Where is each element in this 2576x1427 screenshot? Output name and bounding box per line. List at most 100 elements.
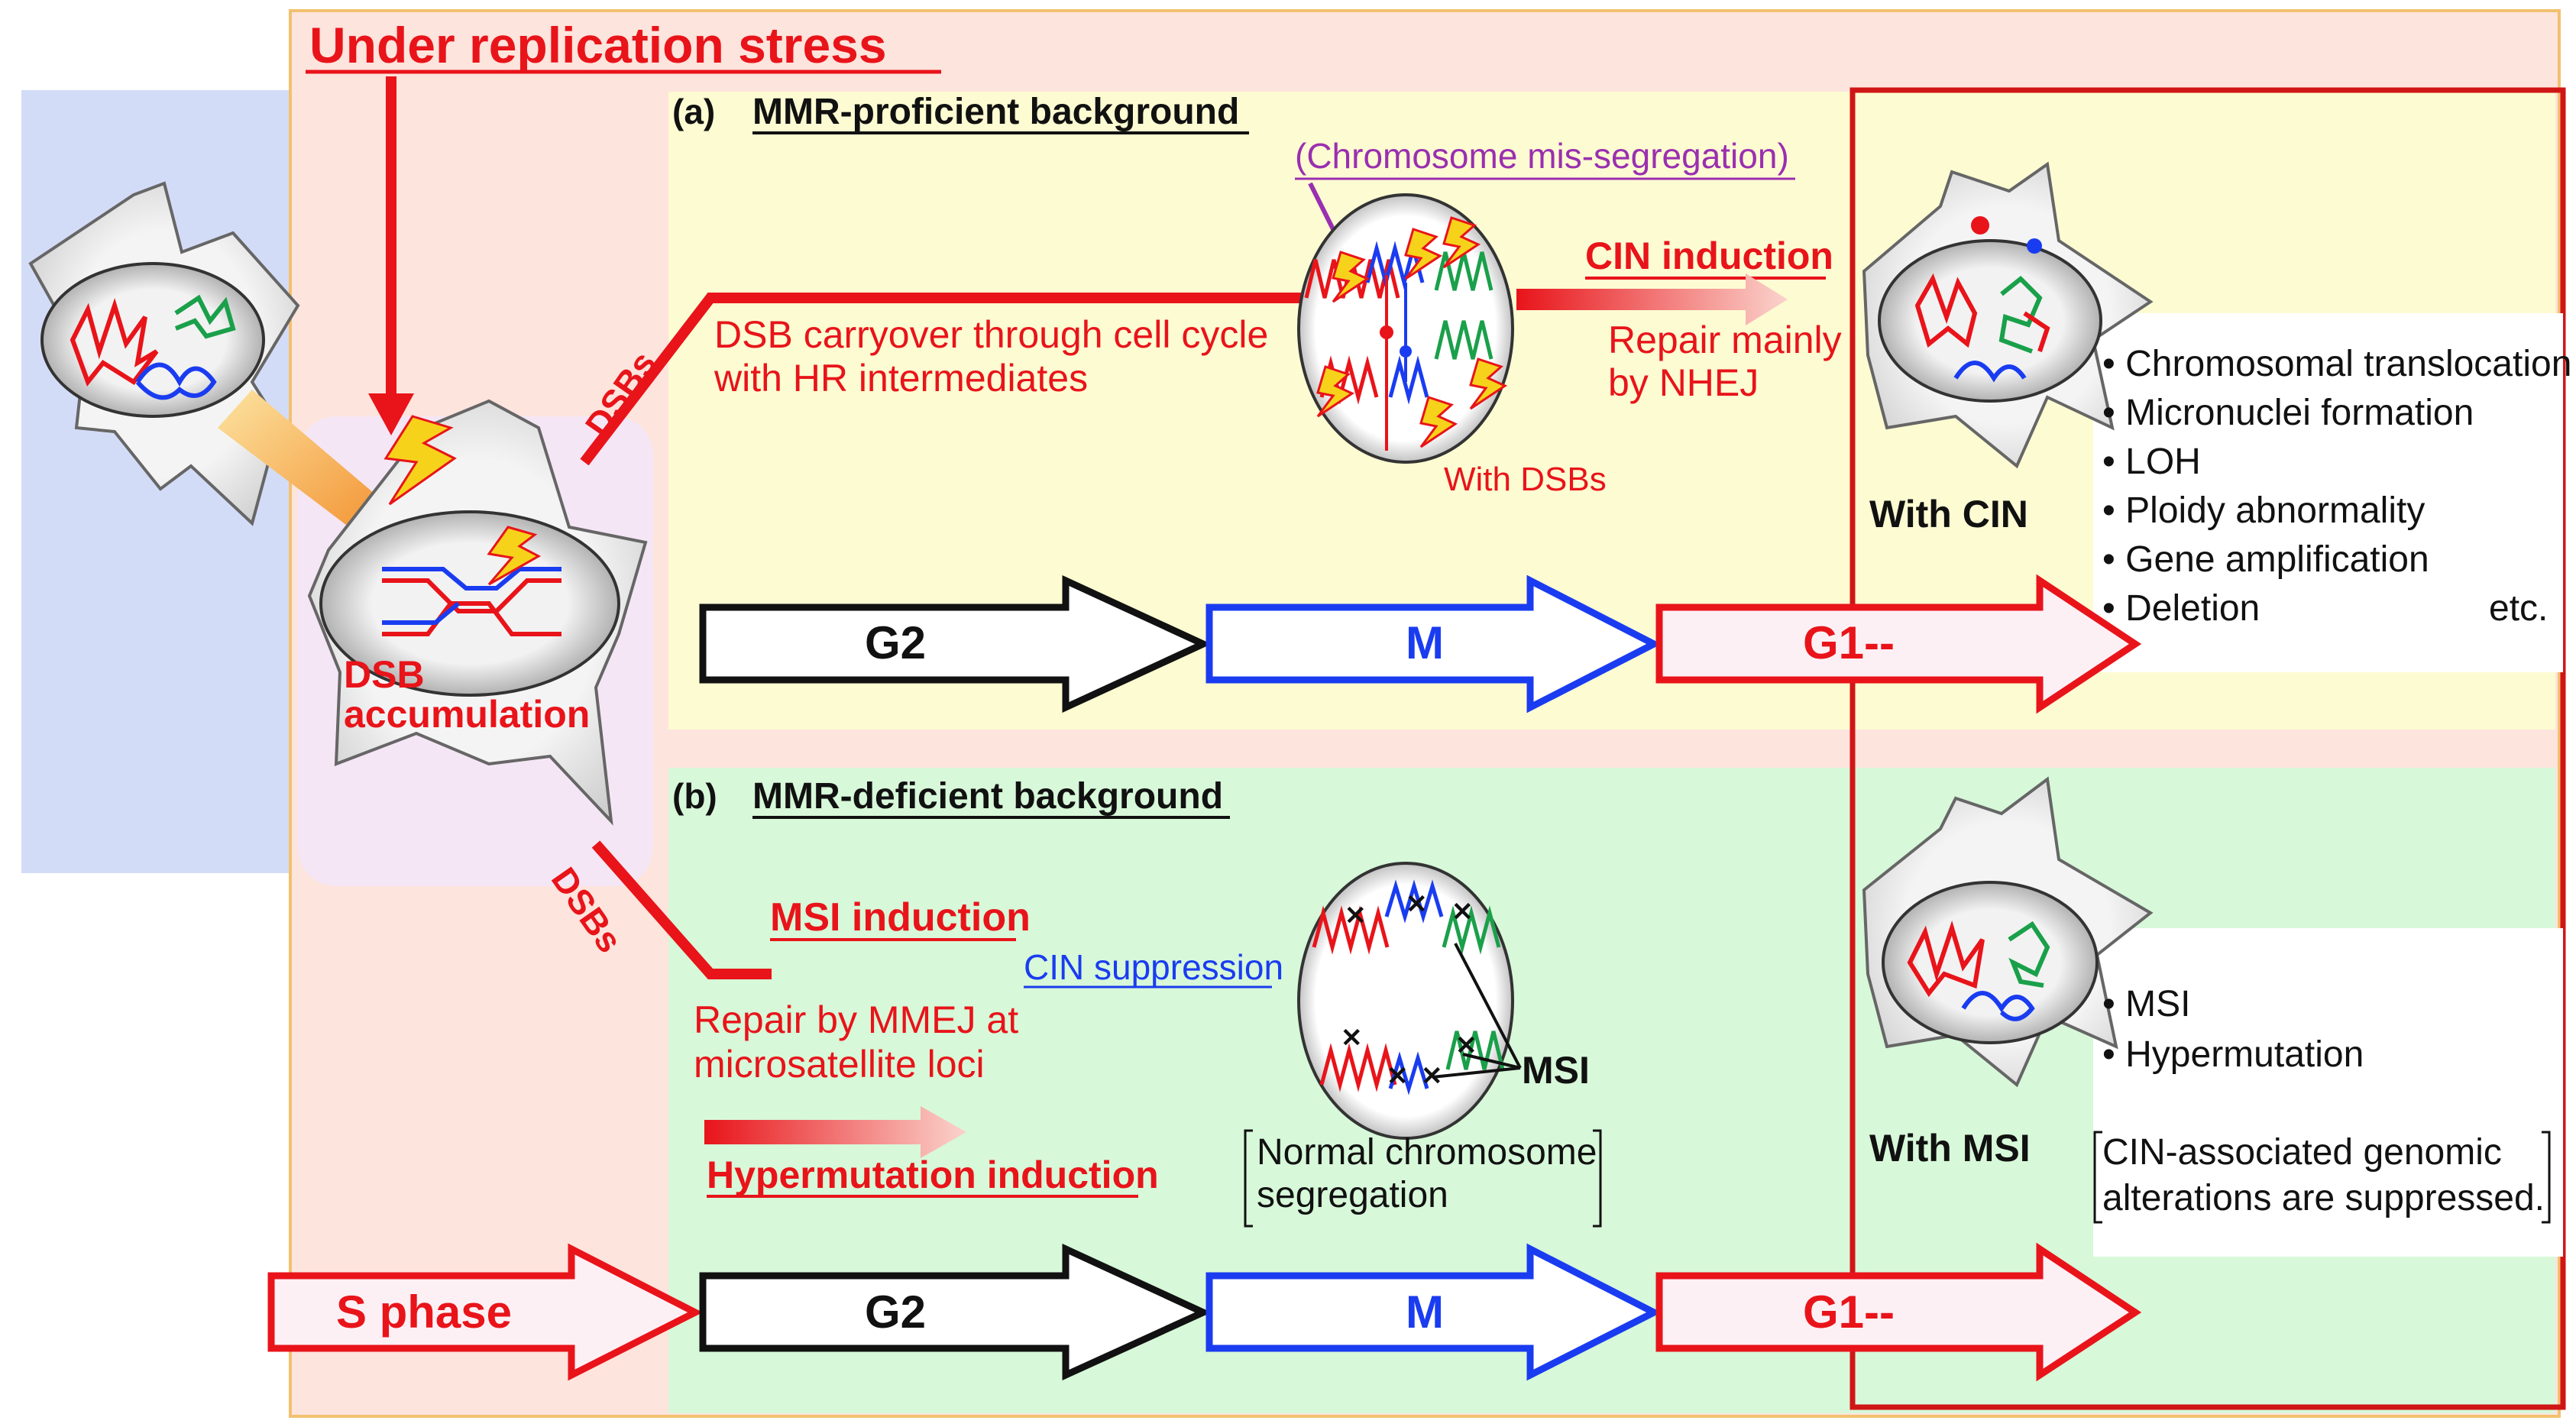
micronucleus-blue <box>2027 238 2042 254</box>
stress-arrowhead <box>368 393 414 435</box>
phase-g2-a-label: G2 <box>865 617 926 668</box>
hypermutation-arrow <box>704 1106 966 1158</box>
source-green-chromosome <box>174 294 236 339</box>
suppression-note-line1: CIN-associated genomic <box>2102 1132 2502 1173</box>
cin-result-nucleus <box>1878 239 2102 403</box>
outcome-item: • Chromosomal translocation <box>2102 344 2571 384</box>
outcome-list-b-bg <box>2093 928 2563 1257</box>
outcome-item: • Micronuclei formation <box>2102 393 2474 433</box>
lightning-icon <box>1419 396 1458 448</box>
hr-blue-lower <box>382 601 460 625</box>
normal-seg-bracket-left <box>1244 1129 1253 1228</box>
page-title: Under replication stress <box>309 17 887 73</box>
mis-segregating-red-dot <box>1380 325 1393 339</box>
phase-arrow-g2-a <box>699 574 1212 714</box>
panel-a-tag: (a) <box>672 92 715 131</box>
with-dsbs-label: With DSBs <box>1444 461 1607 498</box>
panel-a-header: MMR-proficient background <box>752 92 1239 132</box>
repair-mmej-line1: Repair by MMEJ at <box>694 998 1018 1041</box>
lightning-icon <box>1442 216 1481 269</box>
cin-suppression-label: CIN suppression <box>1024 947 1283 987</box>
msi-blue-chromosome <box>1961 991 2035 1021</box>
msi-red-chromatin-top <box>1312 905 1390 955</box>
micronucleus-red <box>1971 216 1989 235</box>
phase-g1-a-label: G1-- <box>1803 617 1895 668</box>
hr-blue-upper <box>382 567 561 591</box>
outcome-list-a-bg <box>2093 313 2563 672</box>
cin-red-chromosome <box>1914 273 1978 348</box>
msi-pointer <box>1454 943 1522 1069</box>
cin-blue-chromosome <box>1953 361 2027 383</box>
with-msi-label: With MSI <box>1869 1127 2031 1170</box>
msi-green-chromosome <box>2008 921 2050 988</box>
msi-marker-label: MSI <box>1522 1049 1590 1092</box>
mis-segregation-label: (Chromosome mis-segregation) <box>1295 136 1789 176</box>
hr-red-lower <box>382 601 561 636</box>
normal-seg-bracket-right <box>1593 1129 1602 1228</box>
cin-induction-label: CIN induction <box>1585 235 1833 277</box>
outcome-box <box>1849 87 2566 1410</box>
msi-result-nucleus <box>1882 881 2099 1044</box>
svg-text:✕: ✕ <box>1345 901 1367 930</box>
suppression-note-line2: alterations are suppressed. <box>2102 1178 2545 1218</box>
mitotic-blue-chromatin-low <box>1388 355 1429 405</box>
phase-arrow-g1-b <box>1655 1242 2142 1382</box>
dsb-accumulation-label-2: accumulation <box>344 693 590 736</box>
repair-mmej-line2: microsatellite loci <box>694 1043 985 1086</box>
hr-red-upper <box>382 578 561 613</box>
msi-red-chromosome <box>1907 921 1985 998</box>
hypermutation-label: Hypermutation induction <box>707 1154 1159 1196</box>
msi-red-chromatin-bottom <box>1319 1043 1397 1092</box>
outcome-item: • Deletion <box>2102 588 2260 629</box>
source-red-chromosome <box>70 298 159 387</box>
phase-g1-b-label: G1-- <box>1803 1286 1895 1338</box>
carryover-line2: with HR intermediates <box>714 357 1088 400</box>
mitotic-green-chromatin-low <box>1434 320 1493 360</box>
phase-s-label: S phase <box>336 1286 512 1338</box>
msi-blue-chromatin-bottom <box>1388 1051 1429 1095</box>
panel-b-header: MMR-deficient background <box>752 776 1223 817</box>
outcome-list-b: • MSI • Hypermutation <box>2102 984 2364 1075</box>
outcome-etc: etc. <box>2489 588 2548 629</box>
phase-arrow-m-b <box>1205 1243 1662 1381</box>
msi-green-chromatin-top <box>1442 905 1501 955</box>
phase-arrow-g2-b <box>699 1243 1212 1380</box>
svg-text:✕: ✕ <box>1406 890 1428 919</box>
dsb-accumulation-label-1: DSB <box>344 653 425 696</box>
normal-seg-line1: Normal chromosome <box>1257 1132 1597 1173</box>
lightning-icon <box>1316 365 1355 418</box>
msi-induction-label: MSI induction <box>770 895 1031 940</box>
source-blue-chromosome <box>135 362 217 400</box>
svg-text:✕: ✕ <box>1387 1062 1409 1091</box>
phase-arrow-s <box>267 1243 703 1381</box>
dsb-path-a <box>580 293 1303 466</box>
phase-m-a-label: M <box>1406 617 1444 668</box>
lightning-icon <box>487 526 542 586</box>
dsb-path-b <box>591 840 772 979</box>
cin-green-chromosome <box>1998 275 2043 354</box>
normal-seg-line2: segregation <box>1257 1175 1448 1215</box>
msi-mutation-marks: ✕✕✕ ✕✕✕✕ <box>1341 890 1477 1091</box>
svg-text:✕: ✕ <box>1451 898 1474 927</box>
msi-pointer <box>1432 1066 1521 1079</box>
repair-nhej-line2: by NHEJ <box>1608 361 1759 404</box>
msi-green-chromatin-bottom <box>1445 1031 1505 1070</box>
phase-arrow-g1-a <box>1655 574 2142 714</box>
msi-pointer <box>1462 1053 1521 1069</box>
panel-b-tag: (b) <box>672 776 717 816</box>
outcome-item: • MSI <box>2102 984 2190 1024</box>
outcome-item: • Hypermutation <box>2102 1034 2364 1075</box>
mis-segregating-blue-dot <box>1400 345 1412 358</box>
note-bracket-left <box>2093 1131 2102 1224</box>
mitotic-red-chromatin-low <box>1319 355 1379 405</box>
lightning-icon <box>383 415 457 506</box>
lightning-icon <box>1404 228 1443 280</box>
cin-red-fragment <box>2023 311 2050 352</box>
outcome-item: • Gene amplification <box>2102 539 2429 580</box>
note-bracket-right <box>2542 1131 2551 1224</box>
phase-g2-b-label: G2 <box>865 1286 926 1338</box>
outcome-item: • LOH <box>2102 442 2201 482</box>
outcome-list-a: • Chromosomal translocation • Micronuclei… <box>2102 344 2571 629</box>
with-cin-label: With CIN <box>1869 493 2028 536</box>
